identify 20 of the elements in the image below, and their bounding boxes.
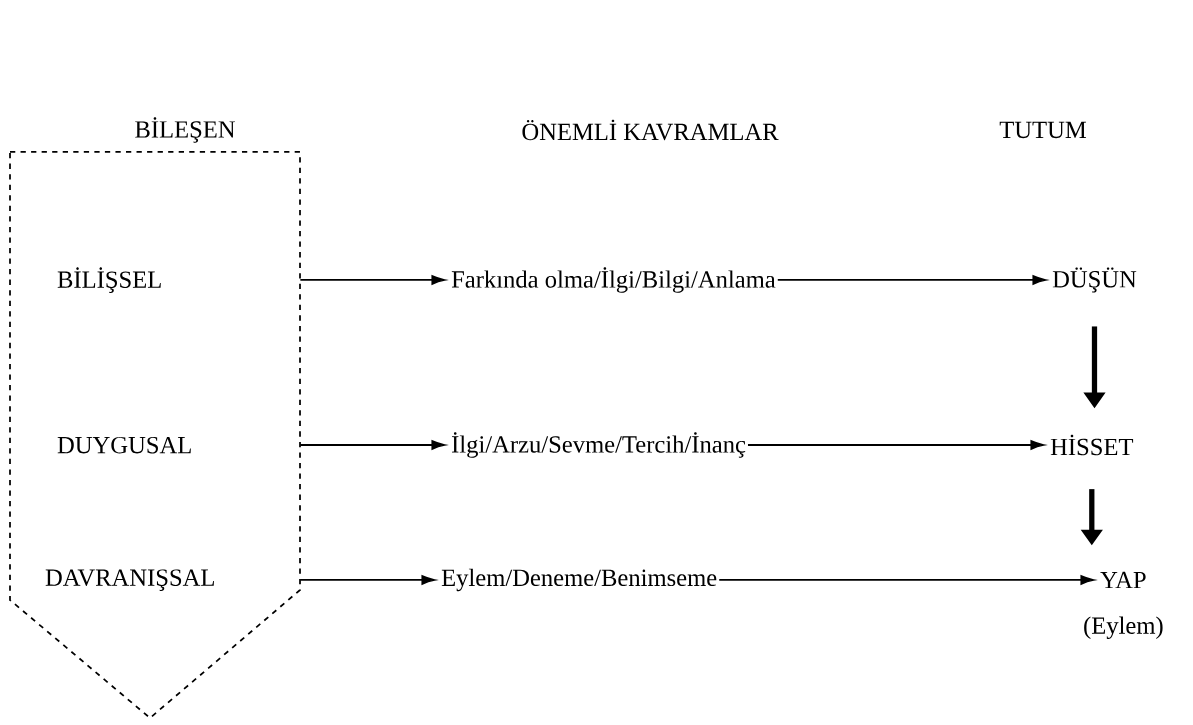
beside-text: (Eylem) (1084, 616, 1163, 639)
concept-label: Eylem/Deneme/Benimseme (441, 568, 717, 592)
dashed-pentagon (9, 151, 301, 720)
component-label: DUYGUSAL (57, 436, 191, 454)
concept-label: İlgi/Arzu/Sevme/Tercih/İnanç (452, 432, 746, 458)
column-header: BİLEŞEN (135, 117, 235, 143)
column-header: TUTUM (999, 121, 1087, 139)
attitude-label: DÜŞÜN (1052, 267, 1137, 293)
attitude-label: HİSSET (1050, 434, 1134, 456)
arrow (747, 440, 1045, 450)
arrow (718, 575, 1095, 585)
component-label: DAVRANIŞSAL (45, 569, 214, 591)
concept-label: Farkında olma/İlgi/Bilgi/Anlama (451, 267, 776, 293)
arrow (299, 575, 436, 585)
arrow (776, 275, 1047, 285)
arrow (299, 275, 446, 285)
attitude-label: YAP (1100, 571, 1146, 589)
column-header: ÖNEMLİ KAVRAMLAR (522, 119, 779, 141)
arrow (299, 440, 446, 450)
component-label: BİLİŞSEL (57, 267, 161, 293)
